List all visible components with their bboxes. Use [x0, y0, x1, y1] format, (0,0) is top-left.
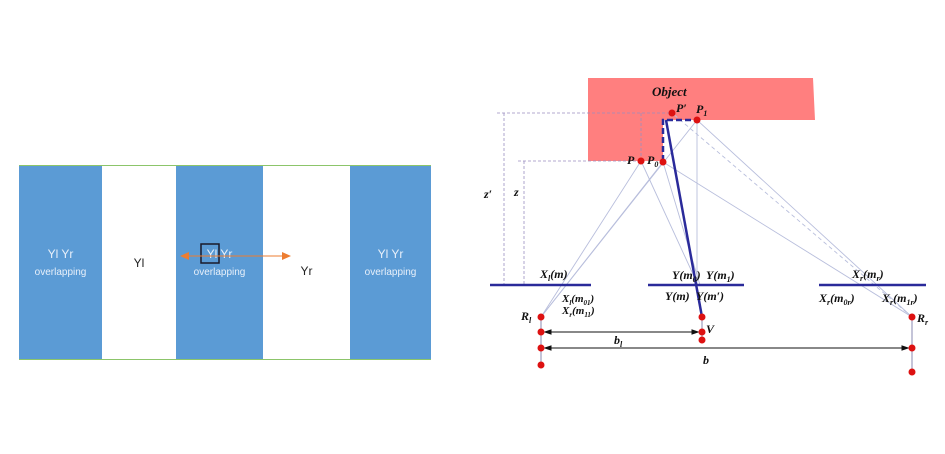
selection-box — [200, 243, 220, 264]
label-y-m0: Y(m0) — [672, 268, 701, 284]
label-p0: P0 — [647, 153, 658, 169]
label-p: P — [627, 153, 635, 167]
label-z: z — [513, 185, 519, 199]
label-rr: Rr — [916, 311, 929, 327]
dimension-guides — [497, 112, 672, 285]
label-xl-m01: Xl(m01) — [561, 293, 594, 307]
dashed-displacement — [661, 118, 697, 161]
object-label: Object — [652, 84, 687, 99]
label-y-m: Y(m) — [665, 289, 690, 303]
label-xr-mr: Xr(mr) — [851, 267, 884, 283]
yl-region: Yl — [102, 166, 176, 359]
arrow-right-icon — [282, 252, 291, 260]
label-v: V — [706, 322, 715, 336]
label-xr-m11: Xr(m11) — [561, 305, 595, 319]
baseline-verticals — [540, 317, 913, 372]
label-z-prime: z′ — [483, 187, 492, 201]
label-y-m-prime: Y(m′) — [696, 289, 724, 303]
region-label: Yl Yr — [47, 247, 74, 261]
label-p1: P1 — [696, 102, 707, 118]
baseline-arrows — [543, 329, 910, 351]
label-b: b — [703, 353, 709, 367]
overlap-region-right: Yl Yr overlapping — [350, 166, 431, 359]
label-y-m1: Y(m1) — [706, 268, 735, 284]
yr-region: Yr — [263, 166, 350, 359]
region-label: Yl Yr — [377, 247, 404, 261]
label-xr-m0r: Xr(m0r) — [818, 291, 855, 307]
region-label: Yr — [300, 263, 313, 278]
label-bl: bl — [614, 333, 623, 349]
label-xr-m1r: Xr(m1r) — [881, 291, 918, 307]
arrow-overlay — [180, 243, 291, 264]
arrow-left-icon — [180, 252, 189, 260]
overlap-region-center: Yl Yr overlapping — [176, 166, 263, 359]
region-sublabel: overlapping — [34, 267, 87, 278]
region-sublabel: overlapping — [364, 267, 417, 278]
label-xl-m: Xl(m) — [539, 267, 568, 283]
region-label: Yl — [133, 255, 145, 270]
overlap-region-left: Yl Yr overlapping — [19, 166, 102, 359]
label-rl: Rl — [520, 309, 532, 325]
label-p-prime: P′ — [676, 101, 687, 115]
points — [537, 109, 916, 376]
region-sublabel: overlapping — [193, 267, 246, 278]
object-region — [588, 78, 815, 161]
overlap-panel: Yl Yr overlapping Yl Yl Yr overlapping Y… — [19, 165, 431, 360]
